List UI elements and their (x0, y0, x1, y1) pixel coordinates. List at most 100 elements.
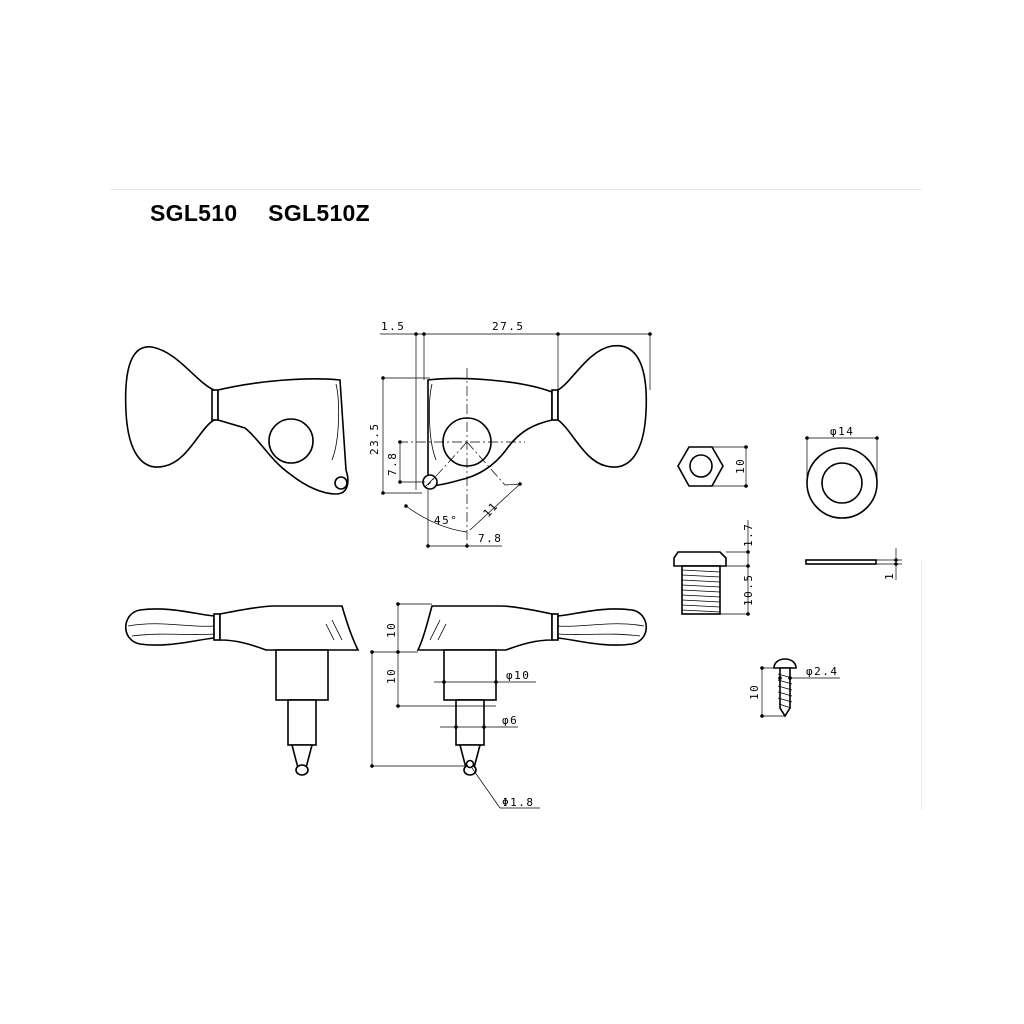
dim-dot (482, 725, 486, 729)
side-housing-notch-left (325, 619, 343, 641)
side-housing-notch-right (429, 619, 447, 641)
side-bushing-left (275, 649, 329, 701)
model-title-1: SGL510 (150, 200, 238, 226)
bushing-flange (673, 551, 727, 567)
side-post-right (455, 699, 485, 746)
housing-notch-left (331, 383, 340, 461)
model-title-2: SGL510Z (268, 200, 370, 226)
dim-dot (414, 332, 418, 336)
dim-dot (396, 602, 400, 606)
button-collar-right (551, 389, 559, 421)
dim-label-phi6: φ6 (502, 714, 518, 727)
dim-label-bush-10-5: 10.5 (742, 574, 755, 607)
dim-label-screw-dia: φ2.4 (806, 665, 839, 678)
button-right (557, 344, 648, 468)
dim-label-washer-thk: 1 (883, 572, 896, 580)
dim-label-45: 45° (434, 514, 458, 527)
mount-hole-left (334, 476, 348, 490)
dim-dot (381, 491, 385, 495)
leader-phi1-8 (471, 767, 501, 809)
dim-label-side-10-b: 10 (385, 668, 398, 684)
dim-label-7-8-h: 7.8 (478, 532, 502, 545)
screw-threads (777, 673, 793, 709)
side-housing-left (219, 605, 360, 651)
dim-dot (744, 484, 748, 488)
dim-dot (370, 764, 374, 768)
dim-line-11 (469, 483, 521, 531)
dim-label-bush-1-7: 1.7 (742, 523, 755, 547)
side-button-right (557, 608, 647, 646)
mounting-screw: φ2.4 10 (748, 658, 840, 718)
dim-dot (788, 676, 792, 680)
bushing-thread-lines (681, 569, 721, 613)
washer-side: 1 (805, 548, 902, 580)
button-left (124, 346, 215, 468)
hex-nut-bore (689, 454, 713, 478)
side-button-left (125, 608, 215, 646)
dim-label-side-10-a: 10 (385, 622, 398, 638)
string-post-left (268, 418, 314, 464)
dim-dot (760, 666, 764, 670)
dim-dot (746, 564, 750, 568)
button-collar-left (211, 389, 219, 421)
dim-dot (396, 704, 400, 708)
dim-dot (894, 562, 898, 566)
dim-label-7-8-v: 7.8 (386, 452, 399, 476)
washer-inner (821, 462, 863, 504)
side-bushing-right (443, 649, 497, 701)
dim-label-hole: Φ1.8 (502, 796, 535, 809)
dim-dot (494, 680, 498, 684)
dim-dot (778, 676, 782, 680)
dim-dot (746, 612, 750, 616)
dim-dot (396, 650, 400, 654)
dim-label-11: 11 (481, 499, 502, 520)
dim-dot (760, 714, 764, 718)
side-collar-left (213, 613, 221, 641)
header-divider (110, 189, 922, 190)
centerline-diagonal-2 (466, 441, 506, 486)
edge-divider (921, 560, 922, 810)
dim-dot (422, 332, 426, 336)
dim-dot (744, 445, 748, 449)
dim-dot (556, 332, 560, 336)
washer-side-body (805, 559, 877, 565)
dim-arc-45 (405, 505, 468, 533)
side-housing-right (416, 605, 553, 651)
dim-label-nut-10: 10 (734, 458, 747, 474)
dim-dot (518, 482, 522, 486)
housing-notch-right (428, 383, 437, 461)
dim-dot (746, 550, 750, 554)
ext-line-11 (504, 483, 521, 486)
dim-label-screw-len: 10 (748, 684, 761, 700)
dim-dot (404, 504, 408, 508)
tuner-side-view-left (125, 605, 360, 776)
side-post-left (287, 699, 317, 746)
dim-dot (381, 376, 385, 380)
dim-dot (805, 436, 809, 440)
screw-head (773, 658, 797, 669)
dim-dot (875, 436, 879, 440)
dim-dot (370, 650, 374, 654)
dim-dot (398, 440, 402, 444)
tuner-top-view-left (124, 346, 349, 495)
screw-shank (779, 667, 791, 718)
side-collar-right (551, 613, 559, 641)
washer-top: φ14 (805, 425, 879, 519)
dim-dot (894, 558, 898, 562)
dim-label-23-5: 23.5 (368, 423, 381, 456)
dim-label-washer-dia: φ14 (830, 425, 854, 438)
dim-dot (398, 480, 402, 484)
dim-label-1-5: 1.5 (381, 320, 405, 333)
side-button-grain-right (557, 623, 645, 637)
model-titles: SGL510 SGL510Z (150, 200, 394, 227)
dim-dot (648, 332, 652, 336)
dim-label-phi10: φ10 (506, 669, 530, 682)
tuner-top-view-right: 1.5 27.5 23.5 7.8 11 45° 7.8 (368, 320, 652, 548)
bushing-side: 1.7 10.5 (673, 520, 755, 616)
centerline-diagonal (427, 441, 468, 486)
hex-nut-top: 10 (677, 445, 748, 488)
dim-label-27-5: 27.5 (492, 320, 525, 333)
tuner-side-view-right: 10 10 φ10 φ6 Φ1.8 (370, 602, 647, 809)
dim-dot (426, 544, 430, 548)
